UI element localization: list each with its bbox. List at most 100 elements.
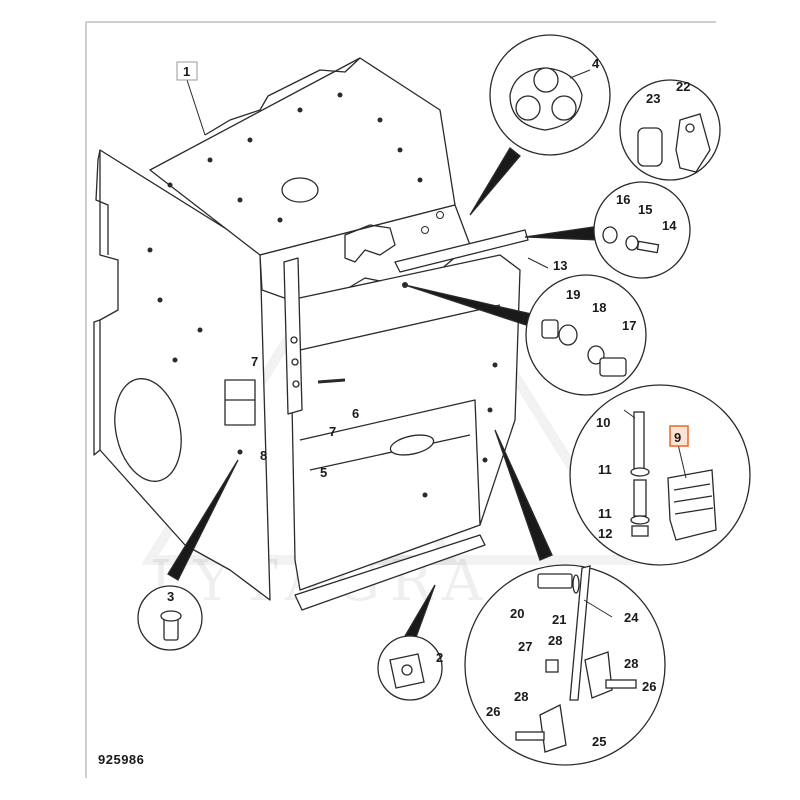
support-rod (394, 229, 529, 273)
part-9-step (667, 469, 717, 541)
leader (583, 599, 613, 618)
part-26-bolt-b (515, 731, 545, 741)
bracket-hole (290, 336, 298, 344)
part-12-nut (631, 525, 649, 537)
callout-11[interactable]: 11 (598, 462, 612, 477)
part-24-plate (569, 565, 591, 701)
callout-6[interactable]: 6 (352, 406, 359, 421)
callout-1[interactable]: 1 (183, 64, 190, 79)
callout-12[interactable]: 12 (598, 526, 612, 541)
callout-28[interactable]: 28 (548, 633, 562, 648)
hole (436, 211, 444, 219)
top-plate (149, 57, 456, 256)
hole (167, 182, 173, 188)
left-plate-hole (114, 378, 182, 482)
top-oval-hole (281, 177, 319, 203)
callout-21[interactable]: 21 (552, 612, 566, 627)
leader (623, 409, 636, 419)
callout-2[interactable]: 2 (436, 650, 443, 665)
bracket-hole (291, 358, 299, 366)
callout-3[interactable]: 3 (167, 589, 174, 604)
highlight-box-9 (669, 425, 689, 447)
part-20-28 (515, 565, 637, 753)
part-4-grommet (509, 67, 583, 131)
part-16-nut (602, 226, 618, 244)
part-15-washer (625, 235, 639, 251)
hole (172, 357, 178, 363)
detail-circle-20-28 (464, 564, 666, 766)
grommet-hole (551, 95, 577, 121)
leader (186, 79, 206, 136)
part-10-bolt (633, 411, 645, 473)
part-23-pad (637, 127, 663, 167)
part-2-3 (160, 610, 425, 689)
sheet-frame (85, 21, 716, 778)
callout-11[interactable]: 11 (598, 506, 612, 521)
callout-19[interactable]: 19 (566, 287, 580, 302)
hole (422, 492, 428, 498)
hole (237, 197, 243, 203)
callout-5[interactable]: 5 (320, 465, 327, 480)
leader (527, 257, 549, 269)
bottom-lip (294, 534, 486, 611)
hole (492, 362, 498, 368)
part-22-bracket (675, 113, 711, 173)
callout-26[interactable]: 26 (486, 704, 500, 719)
part-22-hole (685, 123, 695, 133)
left-plate-flange (93, 149, 109, 456)
hole (277, 217, 283, 223)
leader-wedge (494, 429, 553, 561)
part-14-bolt (636, 240, 660, 254)
hole (377, 117, 383, 123)
callout-9[interactable]: 9 (674, 430, 681, 445)
callout-8[interactable]: 8 (260, 448, 267, 463)
part-20-bolt (537, 573, 573, 589)
callout-23[interactable]: 23 (646, 91, 660, 106)
callout-17[interactable]: 17 (622, 318, 636, 333)
callout-25[interactable]: 25 (592, 734, 606, 749)
callout-16[interactable]: 16 (616, 192, 630, 207)
part-9-step-grip (673, 483, 714, 515)
bracket-hole (292, 380, 300, 388)
callout-20[interactable]: 20 (510, 606, 524, 621)
part-9-12 (630, 411, 717, 541)
callout-22[interactable]: 22 (676, 79, 690, 94)
part-11-washer-b (630, 515, 650, 525)
callout-24[interactable]: 24 (624, 610, 639, 625)
callout-27[interactable]: 27 (518, 639, 532, 654)
callout-4[interactable]: 4 (592, 56, 600, 71)
part-25-clamp (584, 651, 613, 699)
callout-10[interactable]: 10 (596, 415, 610, 430)
part-22-23 (637, 113, 711, 173)
hole (482, 457, 488, 463)
callout-13[interactable]: 13 (553, 258, 567, 273)
part-9-hinge-pin (633, 479, 647, 517)
slot-hole (389, 434, 435, 456)
callout-7[interactable]: 7 (251, 354, 258, 369)
hole (417, 177, 423, 183)
main-frame-assembly (93, 57, 529, 611)
callout-28[interactable]: 28 (514, 689, 528, 704)
callout-1-box (176, 61, 198, 81)
grommet-hole (533, 67, 559, 93)
part-11-washer (630, 467, 650, 477)
part-21-washer (572, 574, 580, 594)
callout-26[interactable]: 26 (642, 679, 656, 694)
callout-18[interactable]: 18 (592, 300, 606, 315)
part-3-head (160, 610, 182, 622)
part-26-bolt (605, 679, 637, 689)
leader (569, 69, 591, 79)
callout-15[interactable]: 15 (638, 202, 652, 217)
callout-7[interactable]: 7 (329, 424, 336, 439)
hole (197, 327, 203, 333)
hole (397, 147, 403, 153)
callout-14[interactable]: 14 (662, 218, 677, 233)
hole (247, 137, 253, 143)
hole (421, 226, 429, 234)
hole (157, 297, 163, 303)
part-19-spacer (541, 319, 559, 339)
hole (147, 247, 153, 253)
callout-28[interactable]: 28 (624, 656, 638, 671)
switch-panel (224, 379, 256, 426)
